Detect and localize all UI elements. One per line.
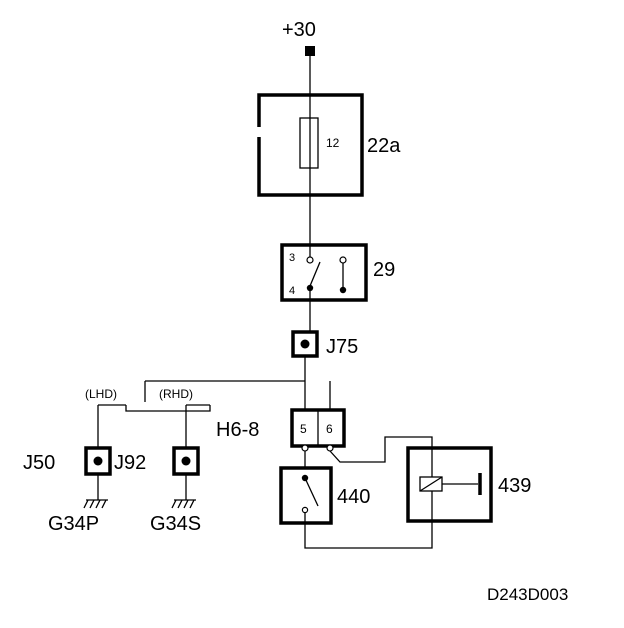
wire-pin6-to-439: [329, 436, 433, 477]
relay-29-switch-blade: [309, 261, 321, 287]
solenoid-439-label: 439: [498, 475, 531, 497]
switch-440-box: [279, 466, 333, 525]
connector-h68-pin5-contact: [301, 444, 309, 452]
relay-29-pin-4: 4: [289, 285, 295, 297]
diagram-id: D243D003: [487, 585, 568, 604]
connector-j92-label: J92: [114, 452, 146, 474]
connector-h68-label: H6-8: [216, 419, 259, 441]
connector-h68-pin5: 5: [300, 422, 307, 436]
connector-h68-pin6-contact: [326, 444, 334, 452]
ground-symbol-g34s: [171, 499, 196, 509]
solenoid-439-box: [406, 446, 493, 523]
connector-j75-pin: [300, 339, 310, 349]
fuse-number: 12: [326, 136, 340, 150]
solenoid-439-coil-diagonal: [419, 476, 443, 492]
relay-29-box: [280, 243, 368, 302]
fuse-element: [299, 117, 319, 169]
supply-label: +30: [282, 19, 316, 41]
switch-440-contact-bottom: [301, 506, 309, 514]
relay-29-pin-3: 3: [289, 252, 295, 264]
connector-j50-label: J50: [23, 452, 55, 474]
fuse-box-gap: [255, 127, 263, 137]
supply-terminal: [305, 46, 315, 56]
switch-440-blade: [304, 477, 319, 507]
rhd-label: (RHD): [159, 387, 193, 401]
connector-j92-pin: [181, 456, 191, 466]
connector-j75-label: J75: [326, 336, 358, 358]
fuse-box-label: 22a: [367, 135, 401, 157]
ground-symbol-g34p: [83, 499, 108, 509]
lhd-label: (LHD): [85, 387, 117, 401]
relay-29-contact-right-top: [339, 256, 347, 264]
relay-29-label: 29: [373, 259, 395, 281]
ground-g34s-label: G34S: [150, 513, 201, 535]
wire-440-to-439: [304, 491, 433, 549]
ground-g34p-label: G34P: [48, 513, 99, 535]
connector-j50-pin: [93, 456, 103, 466]
relay-29-contact-top: [306, 256, 314, 264]
connector-h68-pin6: 6: [326, 422, 333, 436]
lhd-rhd-bracket: [125, 405, 211, 412]
switch-440-label: 440: [337, 486, 370, 508]
